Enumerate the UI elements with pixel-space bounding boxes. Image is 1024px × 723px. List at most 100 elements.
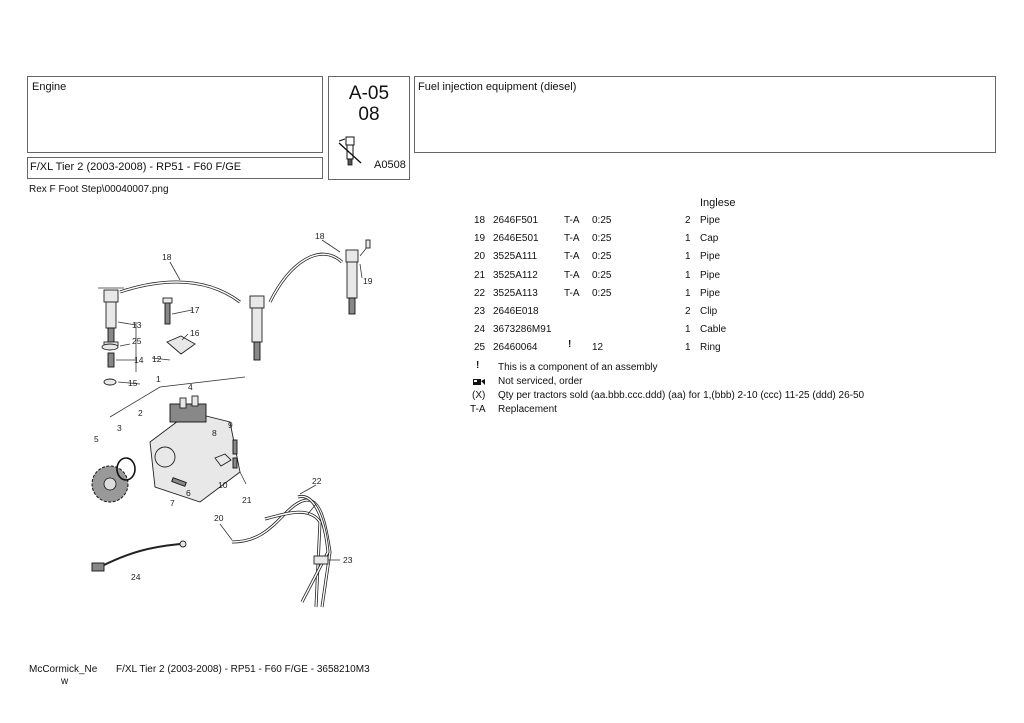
washer-14 [107, 352, 115, 368]
callout-6: 6 [186, 488, 191, 498]
parts-cell-ref: 18 [474, 215, 486, 226]
callout-10: 10 [218, 480, 228, 490]
parts-cell-qty: 1 [685, 269, 691, 281]
injection-pipes [231, 495, 332, 608]
parts-cell-ref: 23 [474, 306, 486, 317]
o-ring-3 [116, 457, 136, 481]
parts-cell-code: 2646E018 [493, 306, 539, 317]
injector-right [345, 239, 371, 315]
code-box: A-05 08 A0508 [328, 76, 410, 180]
parts-cell-ref: 24 [474, 324, 486, 336]
legend-text: Qty per tractors sold (aa.bbb.ccc.ddd) (… [498, 390, 865, 401]
parts-cell-qty: 1 [685, 287, 691, 299]
parts-cell-desc: Cable [700, 324, 727, 336]
callout-19: 19 [363, 276, 373, 286]
callout-8: 8 [212, 428, 217, 438]
parts-cell-desc: Clip [700, 306, 718, 317]
cable-24 [99, 543, 181, 568]
callout-14: 14 [134, 355, 144, 365]
legend-symbol: (X) [472, 390, 486, 401]
callout-24: 24 [131, 572, 141, 582]
legend-text: Replacement [498, 404, 557, 415]
callout-9: 9 [228, 420, 233, 430]
title-box: Fuel injection equipment (diesel) [414, 76, 996, 153]
washer-15 [103, 378, 117, 386]
group-box: Engine [27, 76, 323, 153]
callout-7: 7 [170, 498, 175, 508]
parts-cell-ref: 25 [474, 342, 486, 354]
callout-17: 17 [190, 305, 200, 315]
callout-1: 1 [156, 374, 161, 384]
parts-cell-qty: 1 [685, 342, 691, 354]
footer-brand-line2: w [61, 676, 69, 687]
callout-15: 15 [128, 378, 138, 388]
parts-cell-code: 26460064 [493, 342, 538, 354]
footer-model-ref: F/XL Tier 2 (2003-2008) - RP51 - F60 F/G… [116, 664, 370, 675]
callout-18b: 18 [162, 252, 172, 262]
parts-cell-qty: 1 [685, 251, 691, 263]
model-box: F/XL Tier 2 (2003-2008) - RP51 - F60 F/G… [27, 157, 323, 179]
legend-text: This is a component of an assembly [498, 362, 658, 373]
injector-middle [249, 295, 265, 361]
parts-cell-code: 3525A112 [493, 269, 538, 281]
callout-25: 25 [132, 336, 142, 346]
parts-cell-desc: Ring [700, 342, 721, 354]
section-code-sub: 08 [358, 104, 380, 125]
parts-cell-note: T-A [564, 287, 580, 299]
parts-cell-code: 3673286M91 [493, 324, 552, 336]
bolt-17-head [162, 297, 173, 304]
parts-cell-qtyinfo: 0:25 [592, 287, 612, 299]
parts-cell-qty: 2 [685, 306, 691, 317]
parts-cell-qtyinfo: 0:25 [592, 233, 612, 245]
language-label: Inglese [700, 197, 736, 209]
callout-20: 20 [214, 513, 224, 523]
parts-cell-qty: 1 [685, 324, 691, 336]
injector-left [98, 287, 124, 347]
injector-icon [338, 136, 362, 166]
parts-cell-qtyinfo: 0:25 [592, 251, 612, 263]
model-title: F/XL Tier 2 (2003-2008) - RP51 - F60 F/G… [30, 161, 242, 173]
parts-cell-note: T-A [564, 269, 580, 281]
parts-cell-ref: 21 [474, 269, 486, 281]
parts-cell-qty: 1 [685, 233, 691, 245]
legend-symbol: T-A [470, 404, 486, 415]
callout-4: 4 [188, 382, 193, 392]
pump-icon [473, 379, 485, 385]
parts-cell-qtyinfo: 0:25 [592, 269, 612, 281]
parts-cell-ref: 19 [474, 233, 486, 245]
group-title: Engine [32, 81, 67, 93]
section-code-small: A0508 [374, 159, 406, 171]
parts-cell-note: ! [568, 339, 572, 351]
parts-cell-desc: Pipe [700, 215, 721, 226]
parts-cell-desc: Cap [700, 233, 719, 245]
callout-13: 13 [132, 320, 142, 330]
callout-23: 23 [343, 555, 353, 565]
parts-cell-note: T-A [564, 251, 580, 263]
footer-brand: McCormick_Ne w [29, 664, 97, 688]
image-path: Rex F Foot Step\00040007.png [29, 184, 169, 195]
callout-22: 22 [312, 476, 322, 486]
callout-5: 5 [94, 434, 99, 444]
callout-18a: 18 [315, 231, 325, 241]
parts-cell-qtyinfo: 0:25 [592, 215, 612, 226]
callout-21: 21 [242, 495, 252, 505]
parts-cell-code: 2646E501 [493, 233, 539, 245]
parts-cell-qtyinfo: 12 [592, 342, 604, 354]
parts-cell-note: T-A [564, 215, 580, 226]
parts-cell-code: 3525A113 [493, 287, 538, 299]
callout-3: 3 [117, 423, 122, 433]
section-code-main: A-05 [348, 83, 390, 104]
parts-cell-code: 3525A111 [493, 251, 538, 263]
parts-cell-desc: Pipe [700, 287, 721, 299]
callout-16: 16 [190, 328, 200, 338]
parts-cell-ref: 22 [474, 287, 486, 299]
parts-cell-desc: Pipe [700, 269, 721, 281]
footer-brand-line1: McCormick_Ne [29, 664, 98, 675]
callout-2: 2 [138, 408, 143, 418]
parts-cell-code: 2646F501 [493, 215, 539, 226]
bracket-16 [166, 335, 196, 355]
parts-cell-note: T-A [564, 233, 580, 245]
page-title: Fuel injection equipment (diesel) [418, 81, 577, 93]
exploded-diagram: 18 18 19 17 13 16 25 12 14 1 15 4 2 9 3 … [91, 231, 373, 608]
legend-text: Not serviced, order [498, 376, 583, 387]
